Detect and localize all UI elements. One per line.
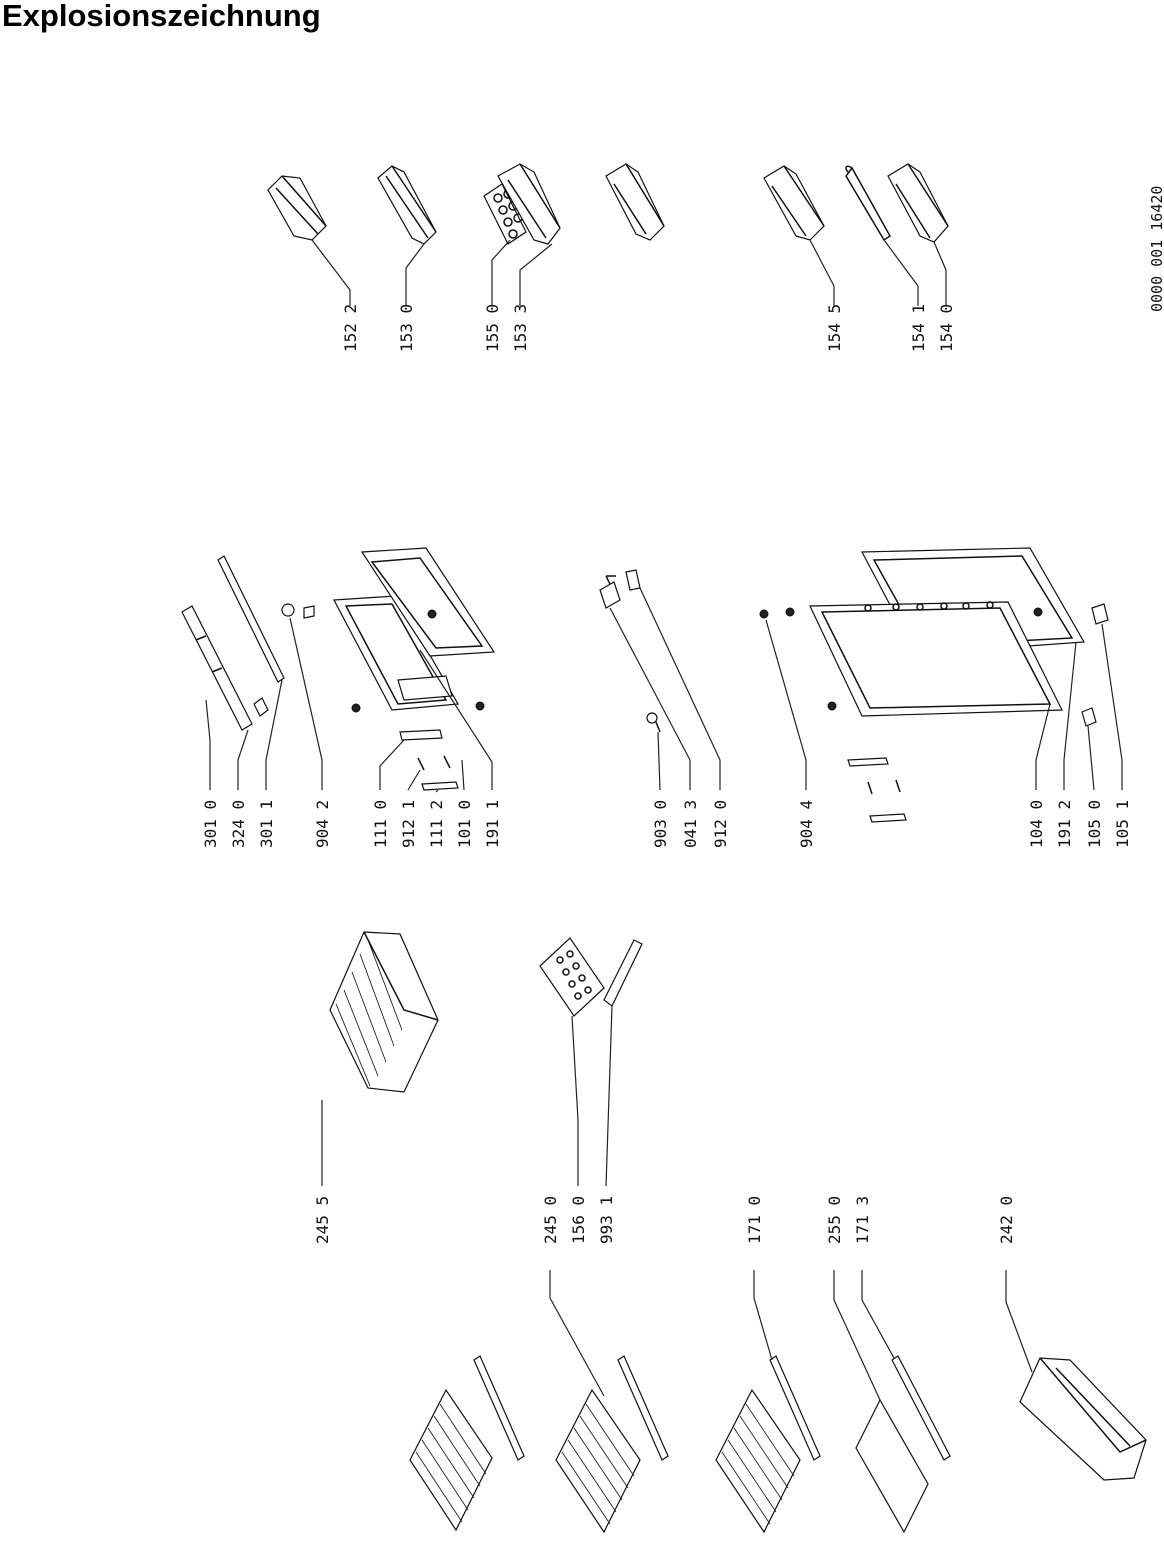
document-number: 0000 001 16420 bbox=[1148, 186, 1164, 312]
trim-strip-324-0 bbox=[217, 555, 285, 717]
part-label: 191 1 bbox=[483, 800, 502, 848]
ice-scraper-993-1 bbox=[603, 939, 643, 1007]
part-label: 154 0 bbox=[937, 304, 956, 352]
handle-cover-111-2 bbox=[421, 781, 459, 791]
wire-shelf-1 bbox=[409, 1355, 525, 1532]
part-label: 111 0 bbox=[371, 800, 390, 848]
egg-tray-155-0 bbox=[483, 183, 527, 245]
wire-shelf-171-0 bbox=[715, 1355, 821, 1534]
part-label: 156 0 bbox=[569, 1196, 588, 1244]
part-label: 904 4 bbox=[797, 800, 816, 848]
hinge-cap-904-2 bbox=[281, 603, 315, 619]
fridge-handle-parts bbox=[847, 757, 907, 823]
part-label: 152 2 bbox=[341, 304, 360, 352]
part-label: 104 0 bbox=[1027, 800, 1046, 848]
hinge-041-3 bbox=[599, 575, 621, 609]
part-label: 912 0 bbox=[711, 800, 730, 848]
part-label: 153 0 bbox=[397, 304, 416, 352]
part-label: 255 0 bbox=[825, 1196, 844, 1244]
door-bin-unlabeled bbox=[605, 163, 665, 241]
diagram-title: Explosionszeichnung bbox=[2, 0, 321, 33]
part-label: 324 0 bbox=[229, 800, 248, 848]
door-gasket-191-1 bbox=[360, 547, 496, 657]
part-label: 904 2 bbox=[313, 800, 332, 848]
part-label: 041 3 bbox=[681, 800, 700, 848]
crisper-drawer-242-0 bbox=[1019, 1357, 1147, 1481]
bottle-retainer-154-1 bbox=[845, 165, 891, 242]
part-label: 245 0 bbox=[541, 1196, 560, 1244]
part-label: 903 0 bbox=[651, 800, 670, 848]
part-label: 993 1 bbox=[597, 1196, 616, 1244]
part-label: 154 1 bbox=[909, 304, 928, 352]
part-label: 171 3 bbox=[853, 1196, 872, 1244]
door-shelf-153-0 bbox=[377, 165, 437, 245]
part-label: 153 3 bbox=[511, 304, 530, 352]
freezer-basket-245-5 bbox=[329, 931, 439, 1093]
part-labels: 152 2 153 0 155 0 153 3 154 5 154 1 154 … bbox=[201, 304, 1132, 1244]
part-label: 912 1 bbox=[399, 800, 418, 848]
door-bin-154-0 bbox=[887, 163, 949, 243]
handle-111-0 bbox=[399, 729, 443, 741]
part-label: 301 1 bbox=[257, 800, 276, 848]
part-label: 242 0 bbox=[997, 1196, 1016, 1244]
part-label: 245 5 bbox=[313, 1196, 332, 1244]
hinge-block-105-1 bbox=[1091, 603, 1109, 625]
door-handle-301-0 bbox=[181, 605, 253, 731]
freezer-door-panel-101-0 bbox=[333, 595, 459, 711]
glass-shelf-255-0 bbox=[855, 1355, 951, 1534]
part-label: 101 0 bbox=[455, 800, 474, 848]
part-label: 171 0 bbox=[745, 1196, 764, 1244]
part-label: 301 0 bbox=[201, 800, 220, 848]
hinge-block-105-0 bbox=[1081, 707, 1097, 727]
part-label: 155 0 bbox=[483, 304, 502, 352]
door-bin-154-5 bbox=[763, 165, 825, 241]
wire-shelf-245-0 bbox=[555, 1355, 669, 1534]
part-label: 111 2 bbox=[427, 800, 446, 848]
hinge-pin-912-0 bbox=[625, 569, 641, 591]
part-label: 105 1 bbox=[1113, 800, 1132, 848]
part-label: 191 2 bbox=[1055, 800, 1074, 848]
part-label: 154 5 bbox=[825, 304, 844, 352]
part-label: 105 0 bbox=[1085, 800, 1104, 848]
door-bin-153-3 bbox=[497, 163, 561, 245]
ice-tray-156-0 bbox=[539, 937, 605, 1017]
screws-912-1 bbox=[417, 755, 451, 771]
door-bin-152-2 bbox=[267, 175, 327, 241]
screw-903-0 bbox=[646, 712, 661, 733]
